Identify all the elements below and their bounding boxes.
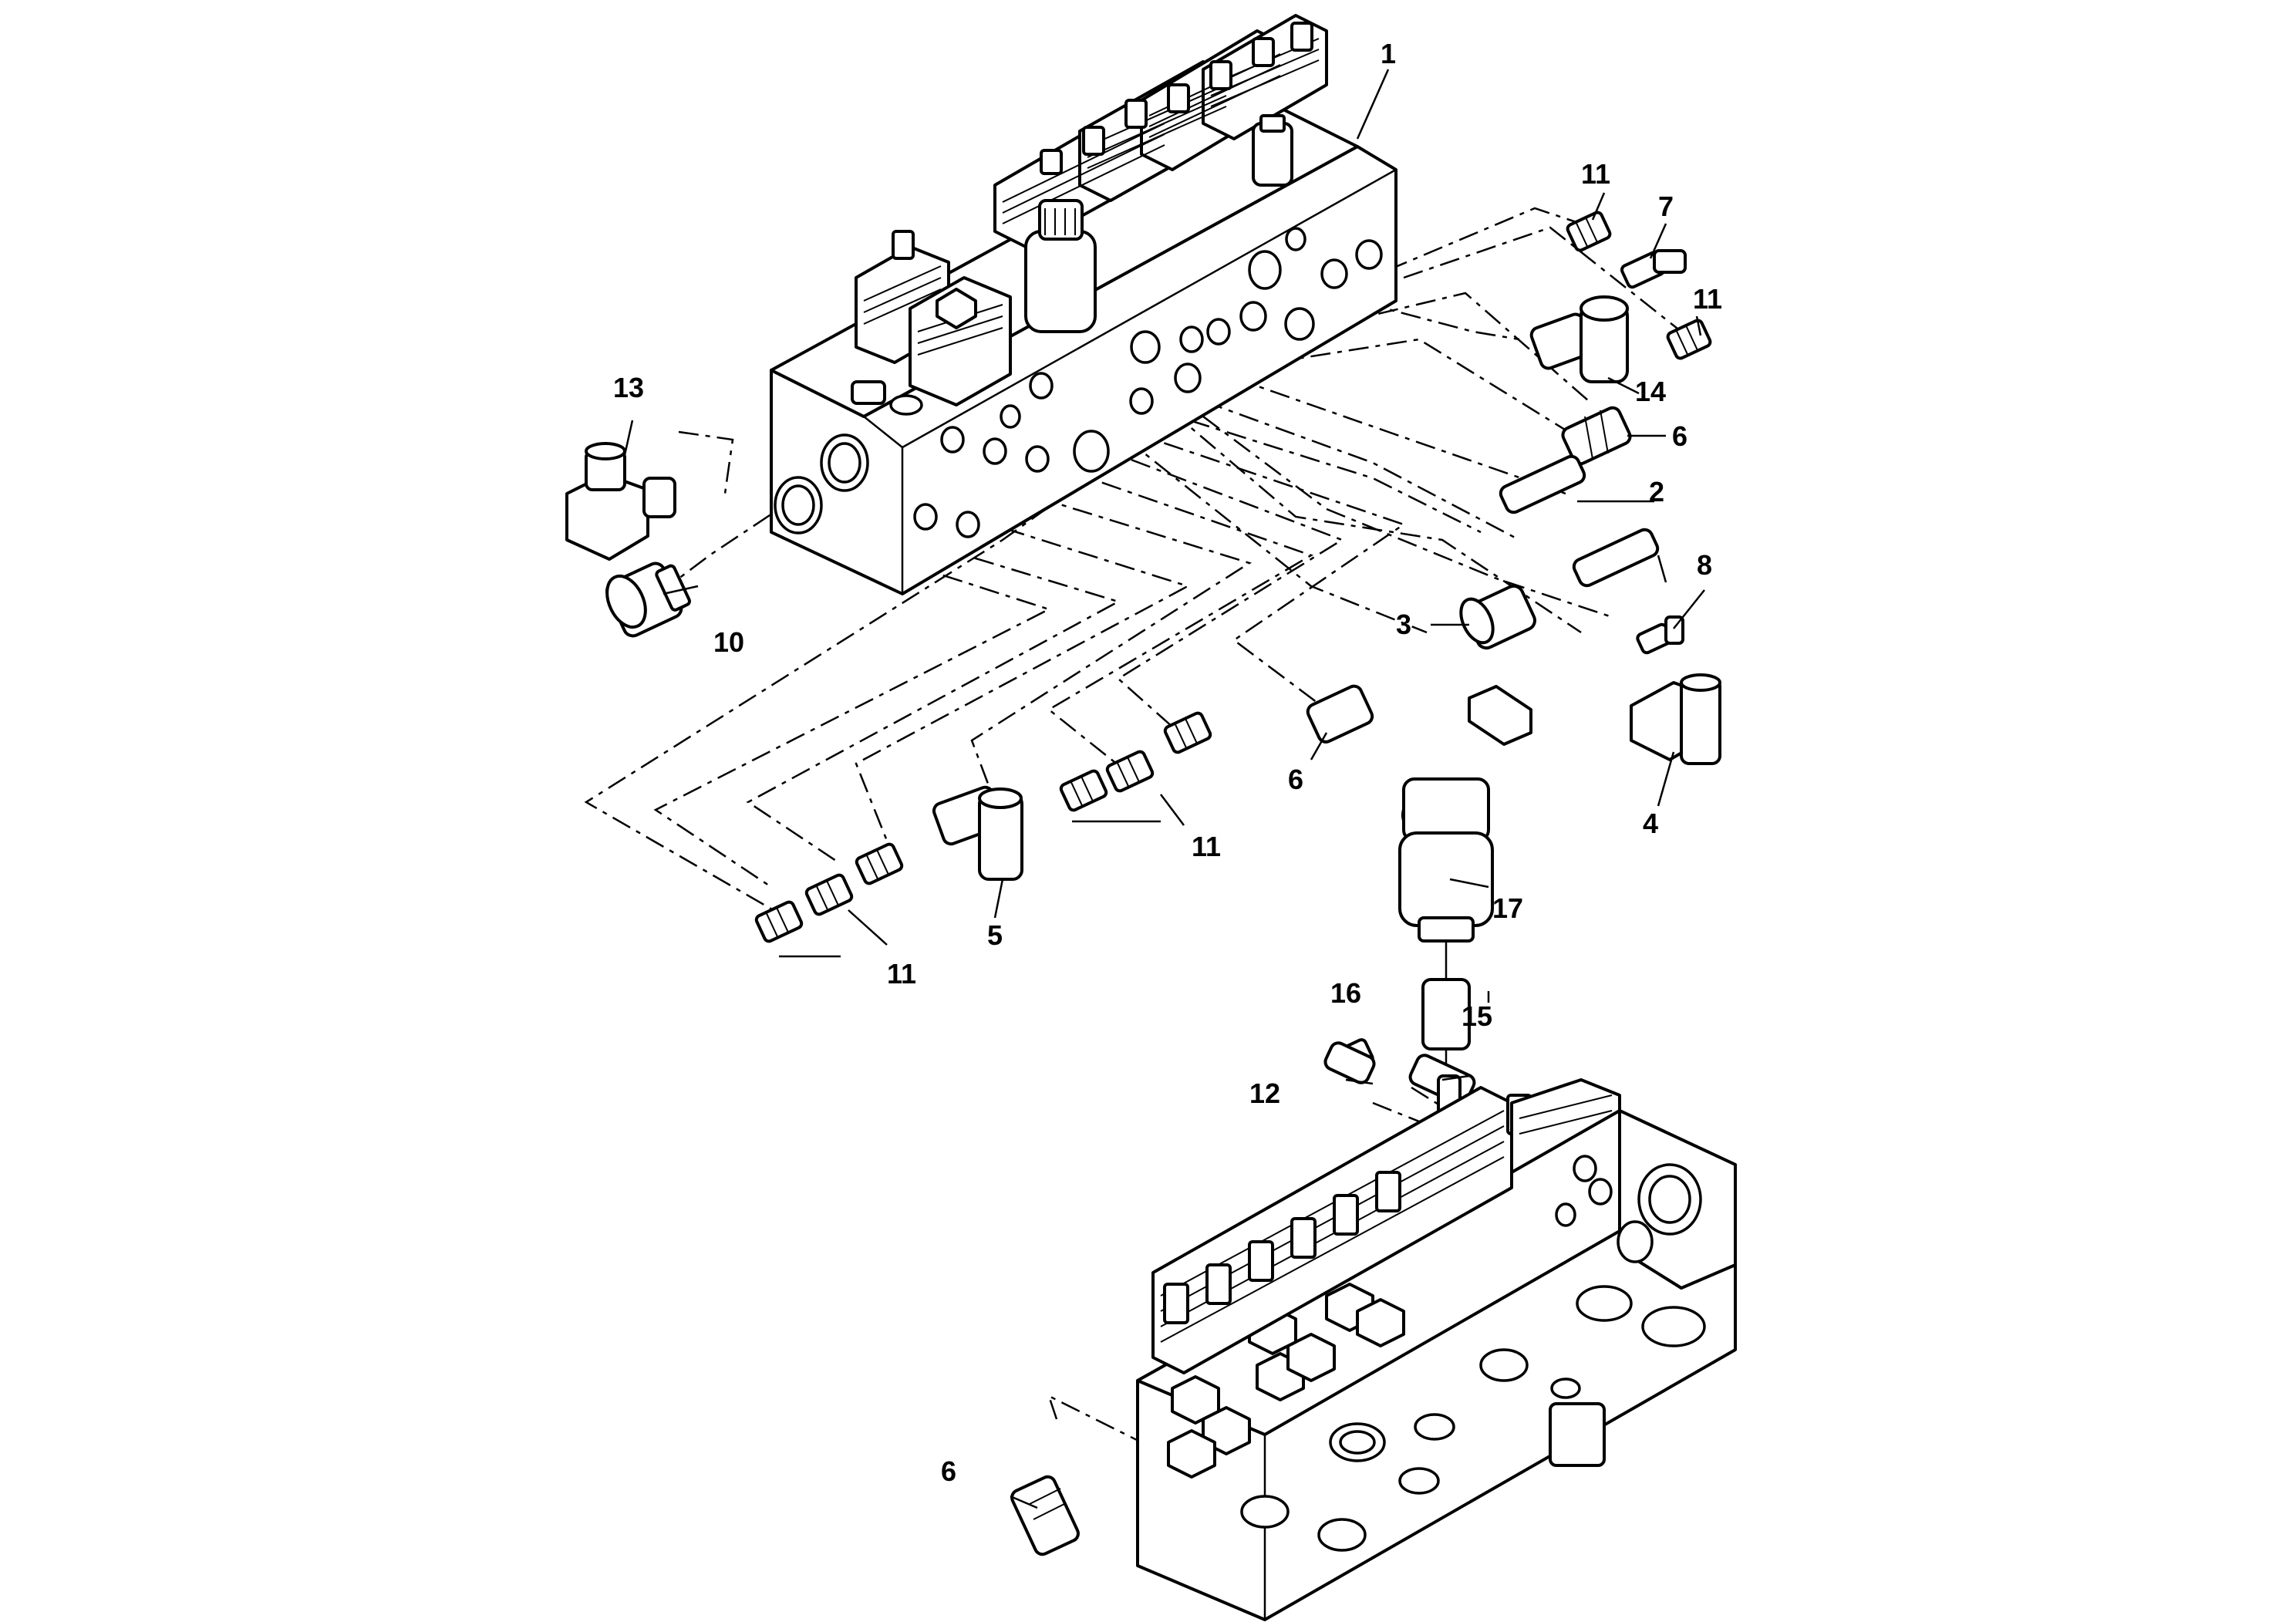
- callout-2: 2: [1649, 476, 1664, 508]
- callout-14: 14: [1635, 376, 1666, 407]
- left-solenoid-coils: [851, 230, 1012, 416]
- callout-13: 13: [613, 372, 644, 403]
- callout-16: 16: [1330, 977, 1361, 1009]
- callout-6-lower: 6: [941, 1455, 956, 1487]
- long-adapters-2: [1499, 454, 1660, 588]
- cartridge-valve: [1024, 199, 1097, 333]
- elbow-fitting-13: [565, 442, 676, 561]
- callout-labels: 1 11 7 11 14 6 2 8 3 4 6 11 5 11 13 10 1…: [613, 38, 1722, 1487]
- top-plug: [1252, 114, 1293, 187]
- plug-12: [1323, 1041, 1376, 1084]
- elbow-fitting-4: [1630, 673, 1721, 765]
- callout-7: 7: [1658, 191, 1674, 222]
- callout-4: 4: [1643, 808, 1658, 839]
- elbow-fitting-5: [932, 785, 1023, 881]
- adapter-fitting-6-upper: [1561, 406, 1632, 466]
- callout-6-middle: 6: [1288, 764, 1303, 795]
- leader-lines: [623, 69, 1705, 1509]
- callout-15: 15: [1462, 1000, 1492, 1032]
- callout-8: 8: [1697, 549, 1712, 581]
- callout-11-left: 11: [887, 958, 916, 990]
- callout-11-right: 11: [1693, 283, 1722, 315]
- lower-valve-manifold: [1136, 1078, 1737, 1621]
- callout-5: 5: [987, 919, 1003, 951]
- small-fitting-8: [1636, 615, 1684, 655]
- callout-11-top: 11: [1581, 158, 1610, 190]
- callout-3: 3: [1396, 609, 1411, 640]
- adapter-fitting-6-middle: [1306, 684, 1374, 744]
- callout-10: 10: [713, 626, 744, 658]
- plug-fitting-10: [605, 561, 691, 638]
- adapter-fitting-6-lower: [1010, 1475, 1080, 1556]
- callout-12: 12: [1249, 1077, 1280, 1109]
- callout-11-center: 11: [1192, 831, 1221, 862]
- callout-6-upper: 6: [1672, 420, 1687, 452]
- elbow-fitting-14: [1529, 295, 1629, 383]
- adapter-16: [1421, 941, 1471, 1088]
- callout-17: 17: [1492, 892, 1523, 924]
- upper-valve-manifold: [770, 14, 1397, 595]
- callout-1: 1: [1381, 38, 1396, 69]
- pressure-switch-17: [1398, 685, 1532, 943]
- lower-solenoid-coils: [1151, 1078, 1621, 1374]
- sensor-fitting-3: [1459, 584, 1536, 650]
- elbow-fitting-7: [1620, 249, 1687, 289]
